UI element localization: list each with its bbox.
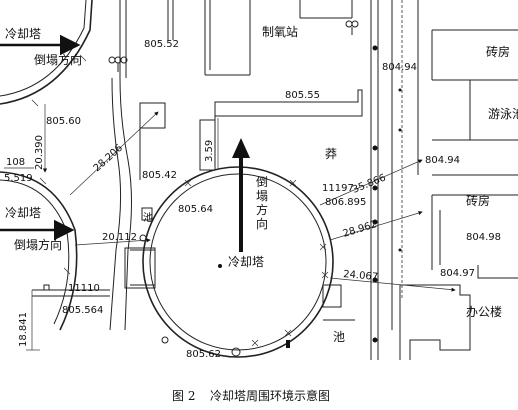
dimension-lines	[4, 104, 456, 351]
label-swimming-pool: 游泳池	[488, 107, 518, 121]
elev-805-60: 805.60	[46, 116, 81, 127]
dim-24-067: 24.067	[343, 269, 379, 283]
label-office-building: 办公楼	[466, 304, 502, 319]
left-top-tower	[0, 0, 93, 107]
elev-5-519: 5.519	[4, 173, 33, 184]
building-top-center	[199, 89, 363, 171]
railway-right	[370, 0, 403, 360]
dim-11110: 11110	[68, 283, 100, 294]
dim-3-59: 3.59	[204, 140, 215, 162]
dim-11197: 11197	[322, 183, 354, 194]
label-collapse-dir-top-left: 倒塌方向	[34, 52, 82, 67]
collapse-char-2: 塌	[256, 189, 268, 203]
marker-circle	[231, 347, 241, 357]
elev-804-97: 804.97	[440, 268, 475, 279]
dim-20-390: 20.390	[34, 135, 45, 170]
tree-icon	[345, 20, 359, 35]
road-lines	[32, 0, 174, 331]
marker-square	[43, 284, 50, 291]
elev-108: 108	[6, 157, 25, 168]
elev-805-64: 805.64	[178, 204, 213, 215]
elev-805-62: 805.62	[186, 349, 221, 360]
main-cooling-tower	[139, 166, 334, 358]
tree-icon	[108, 56, 128, 72]
label-cooling-tower-top-left: 冷却塔	[5, 27, 41, 41]
collapse-char-3: 方	[256, 202, 268, 217]
main-collapse-arrow	[232, 138, 250, 252]
tree-symbols	[108, 20, 359, 72]
label-pool-char-top: 莽	[325, 147, 337, 161]
elev-806-895: 806.895	[325, 197, 366, 208]
dim-20-112: 20.112	[102, 232, 137, 243]
label-cooling-tower-mid-left: 冷却塔	[5, 206, 41, 220]
right-buildings	[399, 0, 518, 360]
text-labels: 冷却塔 倒塌方向 冷却塔 倒塌方向 冷却塔 制氧站 砖房 游泳池 砖房 办公楼 …	[4, 25, 518, 403]
elev-804-98: 804.98	[466, 232, 501, 243]
dim-28-962: 28.962	[342, 219, 379, 240]
label-pool-char-bottom: 池	[143, 211, 153, 224]
caption-number: 图 2	[172, 389, 195, 403]
elev-805-564: 805.564	[62, 305, 103, 316]
label-collapse-dir-mid-left: 倒塌方向	[14, 237, 62, 252]
caption-title: 冷却塔周围环境示意图	[210, 388, 330, 403]
label-brick-house-top: 砖房	[486, 44, 510, 59]
label-small-pool: 池	[333, 330, 345, 344]
tower-center-point	[218, 264, 222, 268]
label-brick-house-mid: 砖房	[466, 193, 490, 208]
collapse-char-4: 向	[256, 216, 268, 231]
small-structure-left	[139, 102, 166, 180]
elev-805-55: 805.55	[285, 90, 320, 101]
elev-804-94-top: 804.94	[382, 62, 417, 73]
elev-805-42: 805.42	[142, 170, 177, 181]
dim-28-206: 28.206	[92, 143, 125, 175]
label-oxygen-station: 制氧站	[262, 25, 298, 39]
small-pool-area	[322, 284, 355, 321]
dim-18-841: 18.841	[18, 312, 29, 347]
elev-805-52: 805.52	[144, 39, 179, 50]
elev-804-94-mid: 804.94	[425, 155, 460, 166]
label-main-tower: 冷却塔	[228, 255, 264, 269]
label-main-collapse-dir: 倒 塌 方 向	[256, 175, 272, 231]
oxygen-station-area	[204, 0, 353, 76]
collapse-char-1: 倒	[256, 175, 268, 189]
dim-35-866: 35.866	[351, 172, 388, 195]
